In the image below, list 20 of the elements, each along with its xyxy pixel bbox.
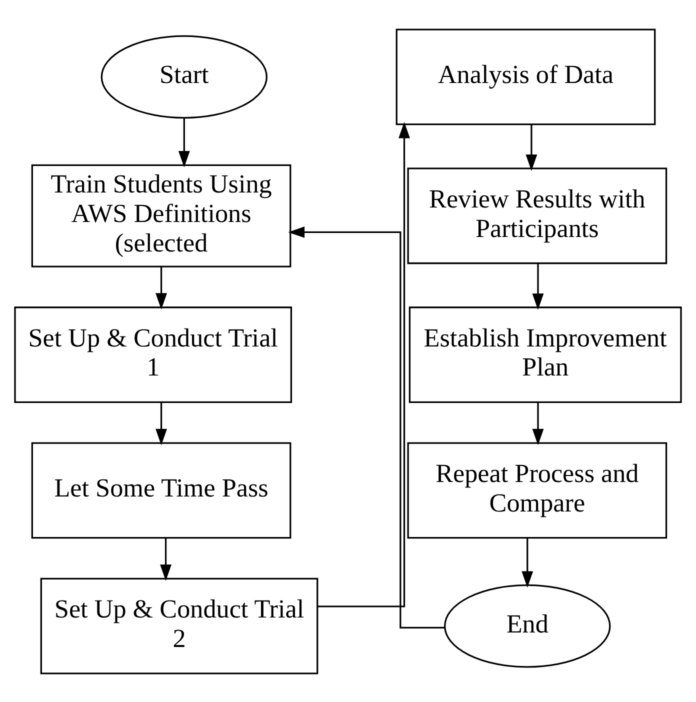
arrow xyxy=(178,117,190,167)
arrow xyxy=(522,537,534,588)
node-box: Establish Improvement Plan xyxy=(408,306,682,402)
node-box: Set Up & Conduct Trial 1 xyxy=(14,306,292,402)
arrow xyxy=(288,226,445,628)
arrow xyxy=(160,537,172,580)
arrow xyxy=(532,402,544,445)
node-box: Train Students Using AWS Definitions (selected xyxy=(31,164,292,267)
node-ellipse: Start xyxy=(100,34,268,118)
arrow xyxy=(532,263,544,310)
node-box: Let Some Time Pass xyxy=(31,442,292,538)
node-box: Analysis of Data xyxy=(396,28,656,125)
node-box: Repeat Process and Compare xyxy=(407,442,668,538)
node-box: Set Up & Conduct Trial 2 xyxy=(40,577,318,674)
arrow xyxy=(156,266,167,310)
node-box: Review Results with Participants xyxy=(407,167,668,264)
arrow xyxy=(526,124,538,170)
arrow xyxy=(318,121,410,607)
arrow xyxy=(156,402,167,445)
node-ellipse: End xyxy=(444,584,611,668)
